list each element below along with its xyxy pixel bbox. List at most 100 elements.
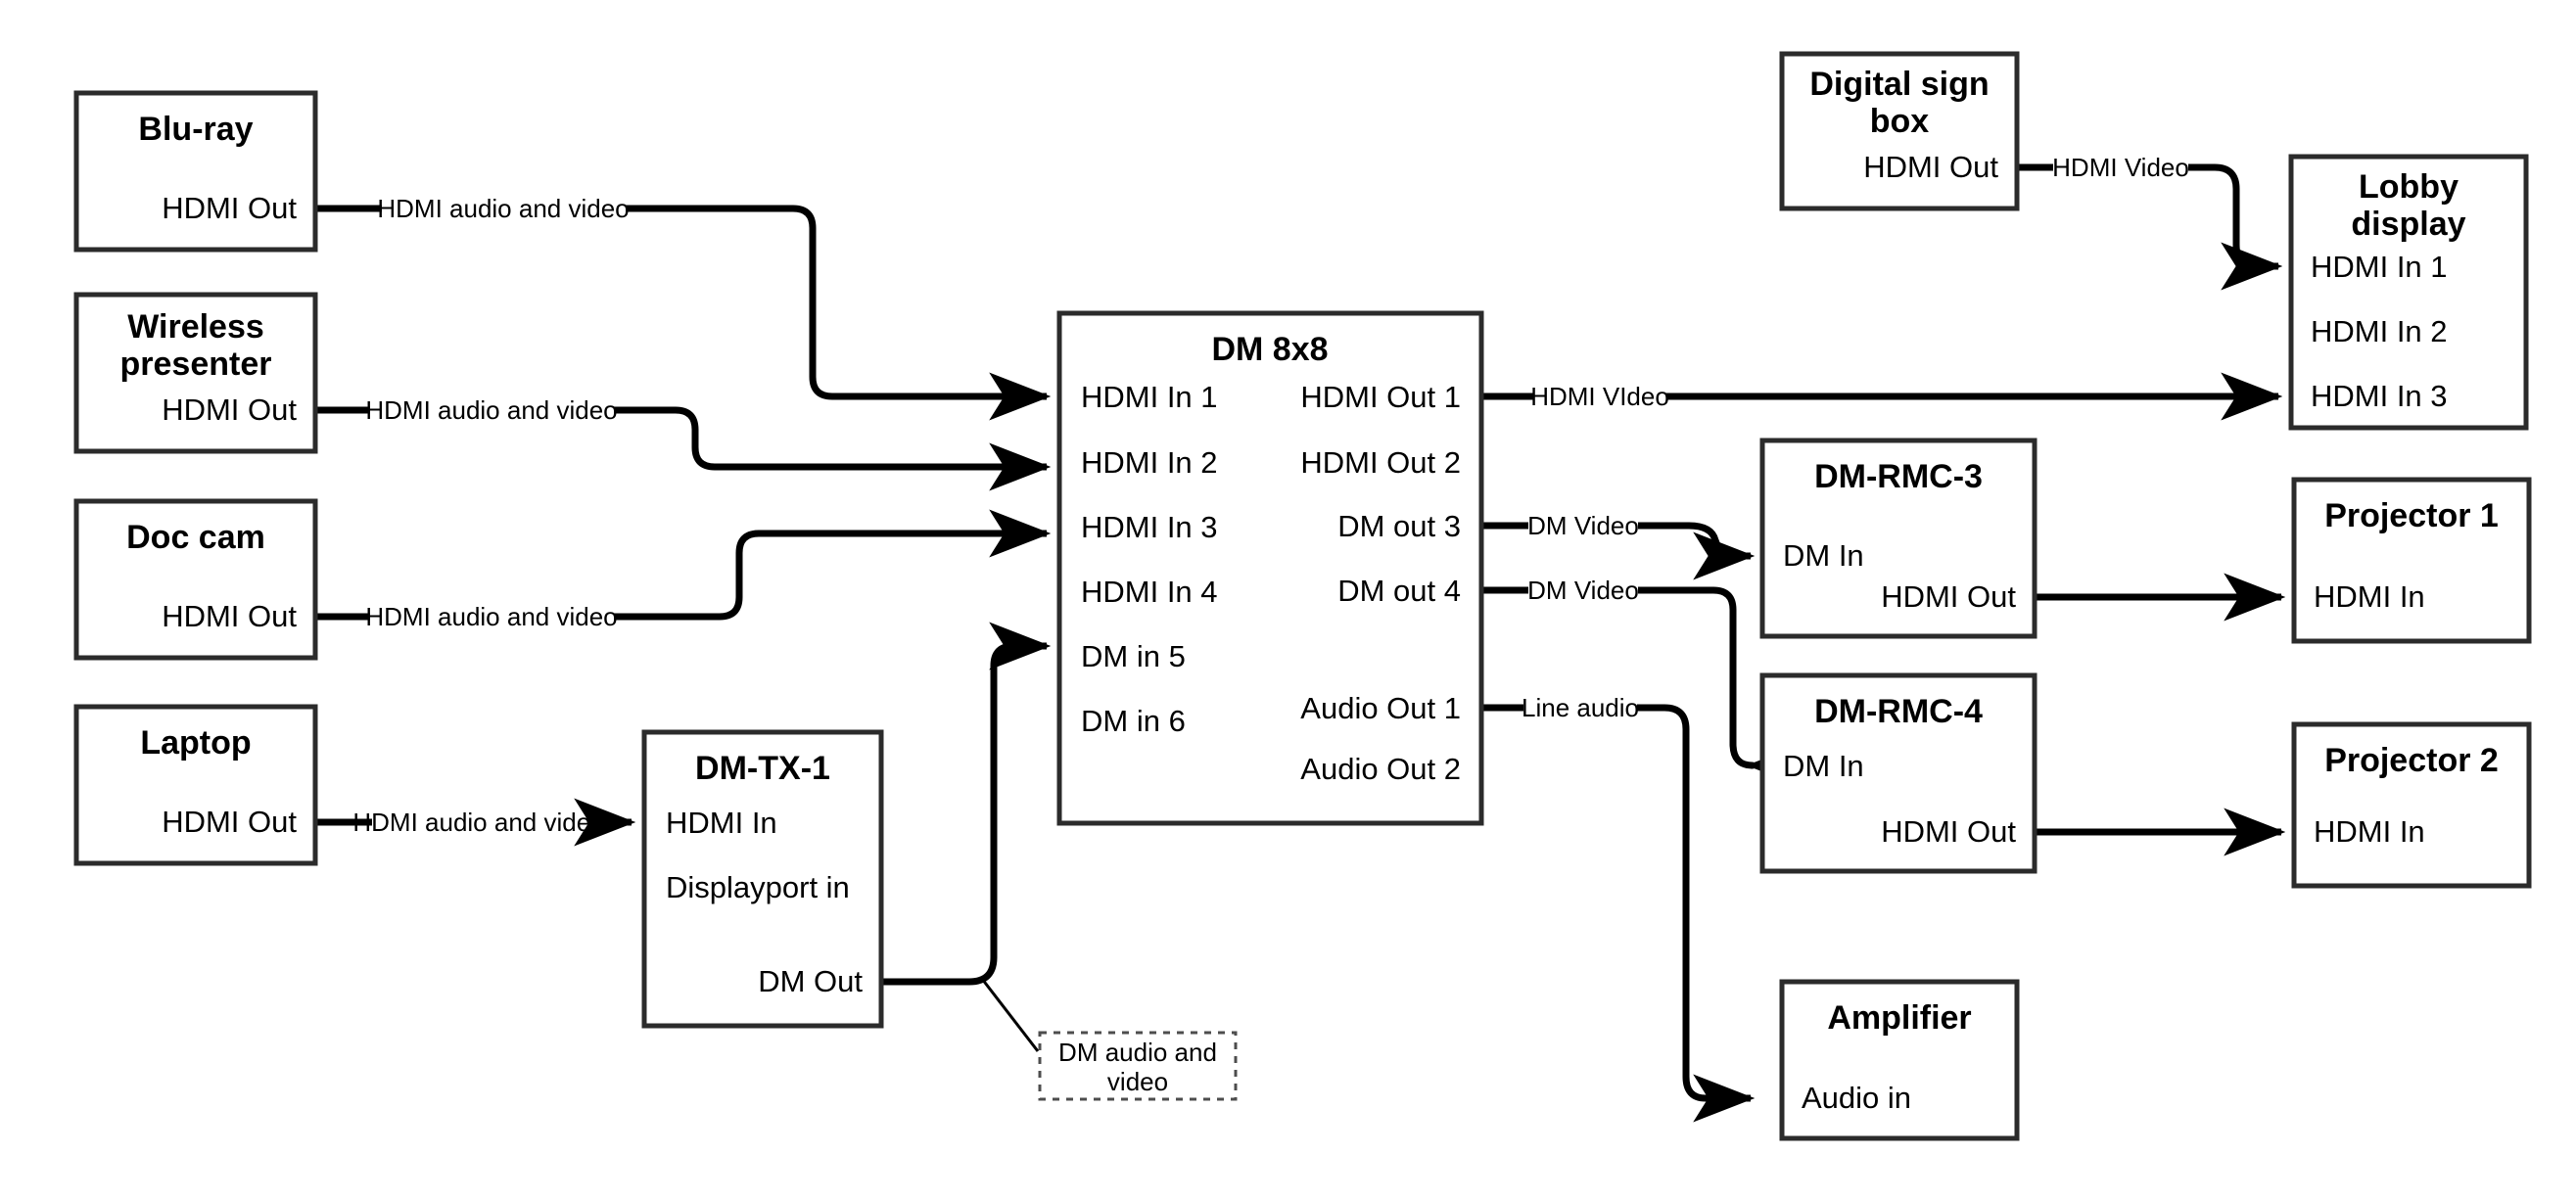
note-leader-line	[980, 978, 1040, 1052]
node-amplifier[interactable]: Amplifier Audio in	[1779, 979, 2020, 1141]
node-dm-8x8-input-hdmi-in-3: HDMI In 3	[1081, 510, 1218, 544]
edge-dm8x8-dmout4-to-rmc4: DM Video	[1481, 576, 1808, 790]
edge-label: Line audio	[1522, 693, 1639, 722]
edge-path	[614, 406, 1052, 491]
node-dm-8x8-title: DM 8x8	[1211, 331, 1328, 368]
node-doc-cam-title: Doc cam	[126, 519, 265, 556]
node-dm-rmc-3-title: DM-RMC-3	[1814, 458, 1983, 495]
node-dm-8x8-box[interactable]	[1056, 310, 1484, 826]
node-projector-2-box[interactable]	[2291, 721, 2532, 889]
annotation-dm-audio-and-video: DM audio and video	[1038, 1031, 1238, 1101]
node-dm-8x8-output-hdmi-out-1: HDMI Out 1	[1300, 380, 1461, 414]
edge-label: HDMI audio and video	[365, 395, 617, 425]
node-doc-cam-box[interactable]	[73, 498, 318, 661]
edge-label: HDMI audio and video	[352, 808, 604, 837]
node-amplifier-port-in: Audio in	[1802, 1081, 1911, 1115]
edge-bluray-to-dm8x8-in1: HDMI audio and video	[315, 194, 1052, 421]
node-dm-8x8-input-hdmi-in-4: HDMI In 4	[1081, 575, 1218, 609]
node-wireless-presenter-port-out: HDMI Out	[162, 393, 297, 427]
node-bluray[interactable]: Blu-ray HDMI Out	[73, 90, 318, 253]
node-dm-8x8[interactable]: DM 8x8 HDMI In 1 HDMI In 2 HDMI In 3 HDM…	[1056, 310, 1484, 826]
node-dm-rmc-3[interactable]: DM-RMC-3 DM In HDMI Out	[1759, 438, 2037, 639]
edge-label: HDMI VIdeo	[1530, 382, 1669, 411]
node-laptop-title: Laptop	[140, 724, 251, 762]
node-laptop[interactable]: Laptop HDMI Out	[73, 704, 318, 866]
edge-dmtx1-to-dm8x8-in5	[881, 622, 1052, 1052]
node-digital-sign-box-box[interactable]	[1779, 51, 2020, 211]
edge-wireless-to-dm8x8-in2: HDMI audio and video	[315, 395, 1052, 491]
node-projector-2-port-in: HDMI In	[2314, 814, 2425, 849]
node-dm-rmc-3-port-out: HDMI Out	[1881, 579, 2016, 614]
node-projector-1-box[interactable]	[2291, 477, 2532, 644]
node-laptop-box[interactable]	[73, 704, 318, 866]
node-lobby-display-input-hdmi-in-2: HDMI In 2	[2311, 314, 2448, 348]
edge-label: HDMI audio and video	[377, 194, 629, 223]
node-dm-8x8-output-dm-out-4: DM out 4	[1337, 574, 1461, 608]
node-dm-rmc-3-port-in: DM In	[1783, 538, 1864, 573]
node-dm-8x8-input-hdmi-in-2: HDMI In 2	[1081, 445, 1218, 480]
edge-dm8x8-audioout1-to-amplifier: Line audio	[1481, 693, 1756, 1123]
node-dm-tx-1-port-displayport-in: Displayport in	[666, 870, 850, 904]
node-dm-8x8-input-hdmi-in-1: HDMI In 1	[1081, 380, 1218, 414]
node-dm-rmc-4[interactable]: DM-RMC-4 DM In HDMI Out	[1759, 672, 2037, 874]
edge-label: DM Video	[1527, 576, 1639, 605]
node-dm-tx-1-port-dm-out: DM Out	[758, 964, 863, 998]
node-amplifier-box[interactable]	[1779, 979, 2020, 1141]
node-laptop-port-out: HDMI Out	[162, 805, 297, 839]
node-dm-8x8-output-hdmi-out-2: HDMI Out 2	[1300, 445, 1461, 480]
edge-label: DM Video	[1527, 511, 1639, 540]
node-dm-rmc-3-box[interactable]	[1759, 438, 2037, 639]
annotation-note-line-2: video	[1107, 1067, 1168, 1096]
node-amplifier-title: Amplifier	[1827, 999, 1971, 1037]
node-projector-1-port-in: HDMI In	[2314, 579, 2425, 614]
node-projector-2-title: Projector 2	[2324, 742, 2499, 779]
node-dm-tx-1-title: DM-TX-1	[695, 750, 830, 787]
node-lobby-display-box[interactable]	[2288, 154, 2529, 431]
node-wireless-presenter[interactable]: Wireless presenter HDMI Out	[73, 292, 318, 454]
node-doc-cam[interactable]: Doc cam HDMI Out	[73, 498, 318, 661]
edge-laptop-to-dmtx1: HDMI audio and video	[315, 798, 636, 847]
node-digital-sign-box-port-out: HDMI Out	[1863, 150, 1998, 184]
node-lobby-display-input-hdmi-in-3: HDMI In 3	[2311, 379, 2448, 413]
node-dm-8x8-input-dm-in-5: DM in 5	[1081, 639, 1186, 673]
node-lobby-display-title: Lobby	[2359, 168, 2459, 206]
node-lobby-display-title-2: display	[2351, 206, 2465, 243]
edge-doccam-to-dm8x8-in3: HDMI audio and video	[315, 509, 1052, 631]
edge-path	[626, 205, 1052, 421]
edge-path	[614, 509, 1052, 621]
node-dm-8x8-input-dm-in-6: DM in 6	[1081, 704, 1186, 738]
node-dm-8x8-output-audio-out-2: Audio Out 2	[1300, 752, 1461, 786]
node-wireless-presenter-box[interactable]	[73, 292, 318, 454]
node-dm-tx-1-box[interactable]	[641, 729, 884, 1029]
node-dm-tx-1[interactable]: DM-TX-1 HDMI In Displayport in DM Out	[641, 729, 884, 1029]
node-dm-rmc-4-title: DM-RMC-4	[1814, 693, 1983, 730]
node-wireless-presenter-title-2: presenter	[120, 346, 272, 383]
node-doc-cam-port-out: HDMI Out	[162, 599, 297, 633]
node-dm-rmc-4-port-out: HDMI Out	[1881, 814, 2016, 849]
node-projector-1-title: Projector 1	[2324, 497, 2499, 534]
edge-path	[881, 622, 1052, 986]
edge-label: HDMI Video	[2052, 153, 2189, 182]
node-bluray-title: Blu-ray	[138, 111, 253, 148]
edge-path	[1637, 704, 1756, 1123]
node-projector-1[interactable]: Projector 1 HDMI In	[2291, 477, 2532, 644]
node-digital-sign-box-title-2: box	[1870, 103, 1930, 140]
edge-path	[1638, 586, 1808, 790]
node-digital-sign-box-title: Digital sign	[1809, 66, 1989, 103]
node-dm-8x8-output-dm-out-3: DM out 3	[1337, 509, 1461, 543]
node-projector-2[interactable]: Projector 2 HDMI In	[2291, 721, 2532, 889]
edge-dm8x8-hdmiout1-to-lobby-in3: HDMI VIdeo	[1481, 372, 2283, 421]
node-dm-8x8-output-audio-out-1: Audio Out 1	[1300, 691, 1461, 725]
node-digital-sign-box[interactable]: Digital sign box HDMI Out	[1779, 51, 2020, 211]
node-dm-rmc-4-port-in: DM In	[1783, 749, 1864, 783]
annotation-note-line-1: DM audio and	[1058, 1038, 1217, 1067]
edge-label: HDMI audio and video	[365, 602, 617, 631]
node-lobby-display[interactable]: Lobby display HDMI In 1 HDMI In 2 HDMI I…	[2288, 154, 2529, 431]
node-bluray-box[interactable]	[73, 90, 318, 253]
node-bluray-port-out: HDMI Out	[162, 191, 297, 225]
node-dm-rmc-4-box[interactable]	[1759, 672, 2037, 874]
node-dm-tx-1-port-hdmi-in: HDMI In	[666, 806, 777, 840]
edge-path	[1638, 522, 1756, 580]
